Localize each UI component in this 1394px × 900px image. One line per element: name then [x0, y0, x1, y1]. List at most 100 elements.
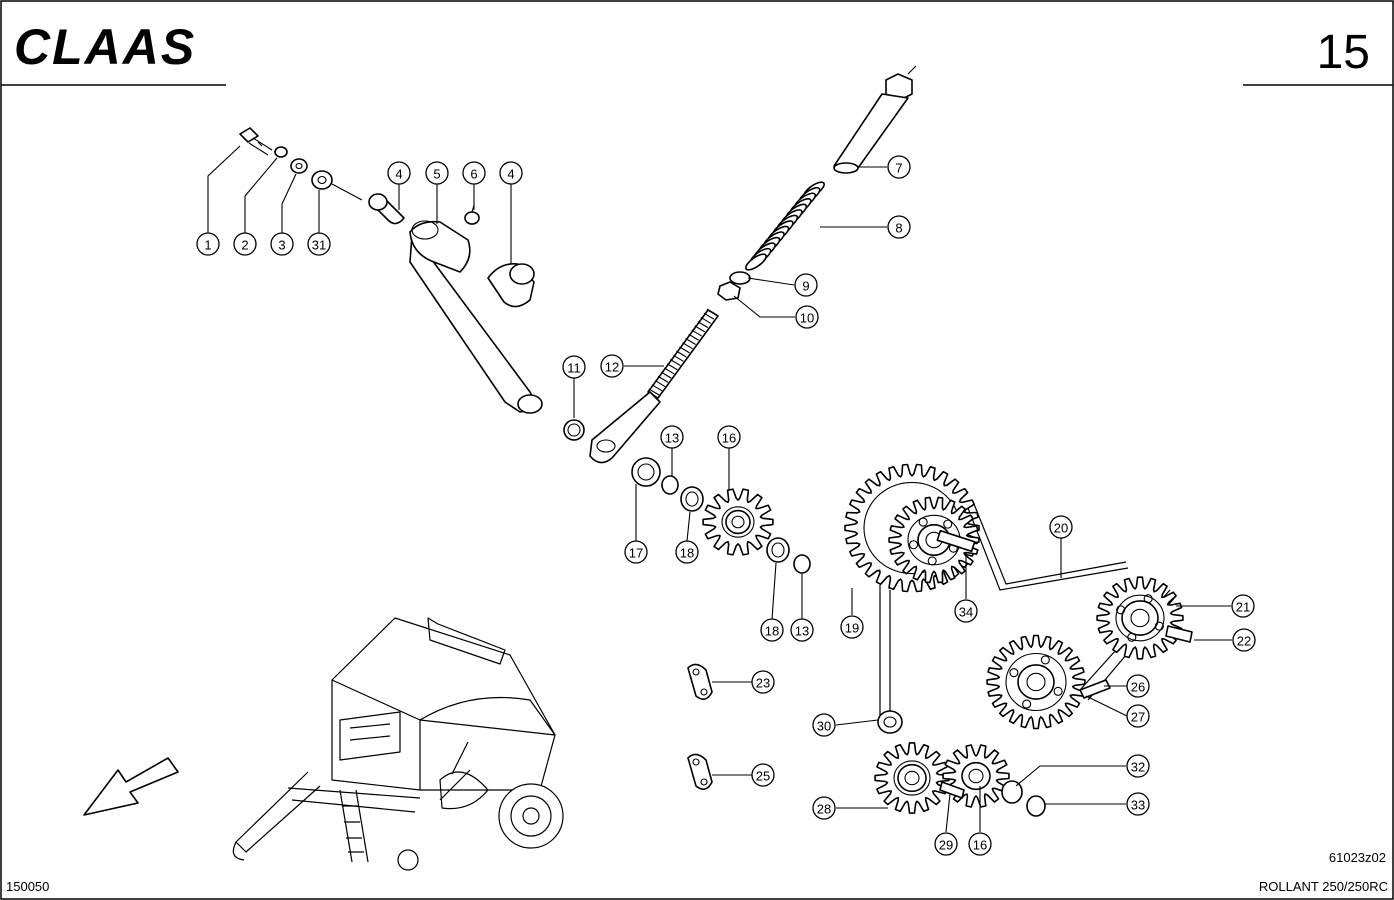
callout-circle [934, 832, 958, 856]
callout-circle [794, 273, 818, 297]
callout-circle [751, 763, 775, 787]
callout-circle [751, 670, 775, 694]
callout-circle [1126, 704, 1150, 728]
key-22-part [1165, 625, 1193, 643]
callout-number: 11 [567, 361, 581, 376]
callout-circle [795, 305, 819, 329]
callout-number: 7 [895, 161, 902, 176]
callout-number: 18 [765, 624, 779, 639]
callout-circle [660, 425, 684, 449]
washer-31-part [311, 170, 333, 190]
arm-5-part [409, 220, 543, 414]
callout-c28: 28 [812, 796, 836, 820]
model-name: ROLLANT 250/250RC [1259, 879, 1388, 894]
callout-number: 4 [507, 167, 514, 182]
washer-2-part [274, 146, 288, 158]
callout-number: 5 [433, 167, 440, 182]
spring-8-part [745, 181, 825, 271]
callout-circle [307, 232, 331, 256]
callout-c30: 30 [812, 713, 836, 737]
callout-c25: 25 [751, 763, 775, 787]
callout-c10: 10 [795, 305, 819, 329]
callout-c32: 32 [1126, 754, 1150, 778]
chain-link-23-part [687, 663, 713, 700]
nut-10-part [717, 281, 741, 301]
callout-circle [562, 355, 586, 379]
callout-number: 23 [756, 676, 770, 691]
circlip-13-upper-part [661, 475, 679, 495]
callout-circle [968, 832, 992, 856]
callout-circle [1126, 792, 1150, 816]
callout-circle [1232, 628, 1256, 652]
callout-circle [499, 161, 523, 185]
callout-c13b: 13 [790, 618, 814, 642]
callout-c23: 23 [751, 670, 775, 694]
shaft-34-part [936, 529, 976, 553]
callout-c13a: 13 [660, 425, 684, 449]
callout-c31: 31 [307, 232, 331, 256]
callout-circle [1126, 674, 1150, 698]
washer-11-part [563, 419, 585, 441]
callout-number: 13 [665, 431, 679, 446]
callout-number: 6 [470, 167, 477, 182]
callout-c21: 21 [1231, 594, 1255, 618]
callout-number: 21 [1236, 600, 1250, 615]
washer-18-upper-part [680, 486, 704, 512]
bush-4-lower-part [487, 262, 535, 308]
rod-7-part [833, 65, 917, 174]
callout-c16b: 16 [968, 832, 992, 856]
callout-c7: 7 [887, 155, 911, 179]
page-number: 15 [1317, 26, 1370, 79]
callout-number: 33 [1131, 798, 1145, 813]
callout-c19: 19 [840, 615, 864, 639]
callout-circle [840, 615, 864, 639]
bolt-part [239, 127, 273, 156]
washer-18-lower-part [766, 537, 790, 563]
callout-number: 9 [802, 279, 809, 294]
callout-c34: 34 [954, 599, 978, 623]
circlip-33-part [1026, 795, 1046, 817]
callout-c3: 3 [270, 232, 294, 256]
callout-number: 29 [939, 838, 953, 853]
callout-circle [887, 215, 911, 239]
callout-c5: 5 [425, 161, 449, 185]
sprocket-16-lower-part [942, 744, 1010, 808]
callout-number: 30 [817, 719, 831, 734]
callout-number: 32 [1131, 760, 1145, 775]
sprocket-28-part [874, 742, 950, 814]
washer-3-part [290, 158, 308, 174]
callout-circle [233, 232, 257, 256]
callout-c4a: 4 [387, 161, 411, 185]
callout-c17: 17 [624, 540, 648, 564]
sprocket-16-upper-part [702, 488, 774, 556]
callout-number: 27 [1131, 710, 1145, 725]
threaded-rod-12-part [589, 308, 719, 464]
baler-overview-sketch [232, 617, 564, 871]
callout-circle [270, 232, 294, 256]
callout-circle [624, 540, 648, 564]
callout-c12: 12 [600, 354, 624, 378]
callout-number: 34 [959, 605, 973, 620]
callout-circle [196, 232, 220, 256]
callout-number: 1 [204, 238, 211, 253]
callout-c8: 8 [887, 215, 911, 239]
callout-c6: 6 [462, 161, 486, 185]
callout-number: 22 [1237, 634, 1251, 649]
callout-c4b: 4 [499, 161, 523, 185]
direction-arrow [83, 757, 179, 816]
callout-c20: 20 [1049, 515, 1073, 539]
callout-number: 16 [722, 431, 736, 446]
chain-20-part [879, 503, 1177, 720]
callout-circle [462, 161, 486, 185]
callout-c16a: 16 [717, 425, 741, 449]
sprocket-34-part [888, 496, 980, 584]
bush-4-upper-part [368, 193, 405, 225]
callout-number: 3 [278, 238, 285, 253]
chain-link-25-part [687, 753, 713, 790]
callout-c33: 33 [1126, 792, 1150, 816]
callout-circle [1126, 754, 1150, 778]
key-26-part [1079, 679, 1111, 699]
callout-circle [1231, 594, 1255, 618]
